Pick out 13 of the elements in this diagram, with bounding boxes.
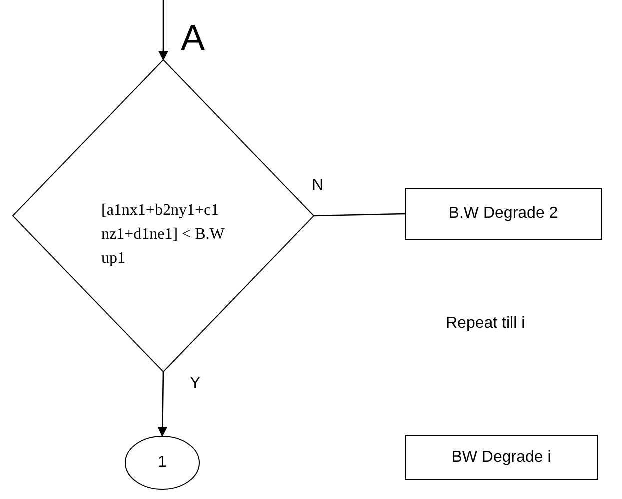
process-box [405,435,598,480]
entry-label: A [181,20,206,56]
process-label: BW Degrade i [452,448,552,466]
connector-number: 1 [158,454,167,472]
connector-circle [125,436,200,490]
process-box [405,188,602,240]
process-label: B.W Degrade 2 [448,205,558,223]
note-text: Repeat till i [446,316,526,332]
arrow [158,0,168,61]
condition-text: [a1nx1+b2ny1+c1nz1+d1ne1] < B.W up1 [102,201,226,269]
decision-diamond [13,60,314,372]
arrow [158,372,168,437]
connector-line [314,213,406,217]
